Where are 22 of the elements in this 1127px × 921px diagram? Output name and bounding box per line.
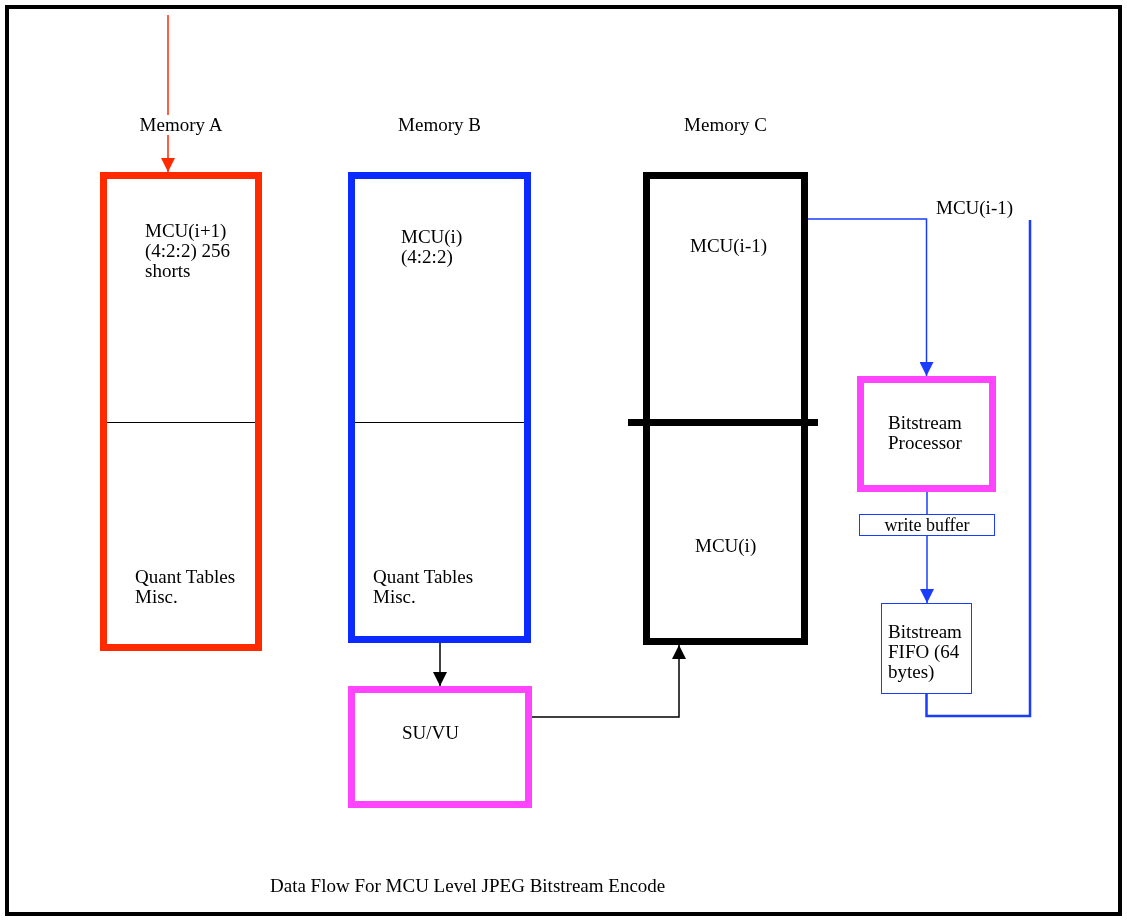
process-box: Bitstream Processor xyxy=(857,376,996,492)
memory-section: Quant Tables Misc. xyxy=(107,422,255,644)
memory-section: Quant Tables Misc. xyxy=(355,422,524,636)
memory-section: MCU(i+1) (4:2:2) 256 shorts xyxy=(107,179,255,422)
arrow xyxy=(531,644,686,718)
connector-line xyxy=(925,220,1032,718)
memory-heading: Memory B xyxy=(398,115,481,135)
arrow xyxy=(807,218,934,377)
arrow xyxy=(920,535,934,604)
signal-label: MCU(i-1) xyxy=(936,198,1032,220)
memory-section: MCU(i) (4:2:2) xyxy=(355,179,524,422)
arrow xyxy=(433,642,447,687)
memory-section: MCU(i-1) xyxy=(650,180,801,419)
caption: Data Flow For MCU Level JPEG Bitstream Encode xyxy=(270,876,666,896)
memory-heading: Memory A xyxy=(139,115,223,135)
memory-heading: Memory C xyxy=(684,115,767,135)
connector-line xyxy=(926,491,928,515)
buffer-box: write buffer xyxy=(859,514,995,536)
arrow xyxy=(161,14,175,173)
process-box: SU/VU xyxy=(348,686,532,808)
buffer-box: Bitstream FIFO (64 bytes) xyxy=(881,603,972,694)
memory-section: MCU(i) xyxy=(650,426,801,638)
